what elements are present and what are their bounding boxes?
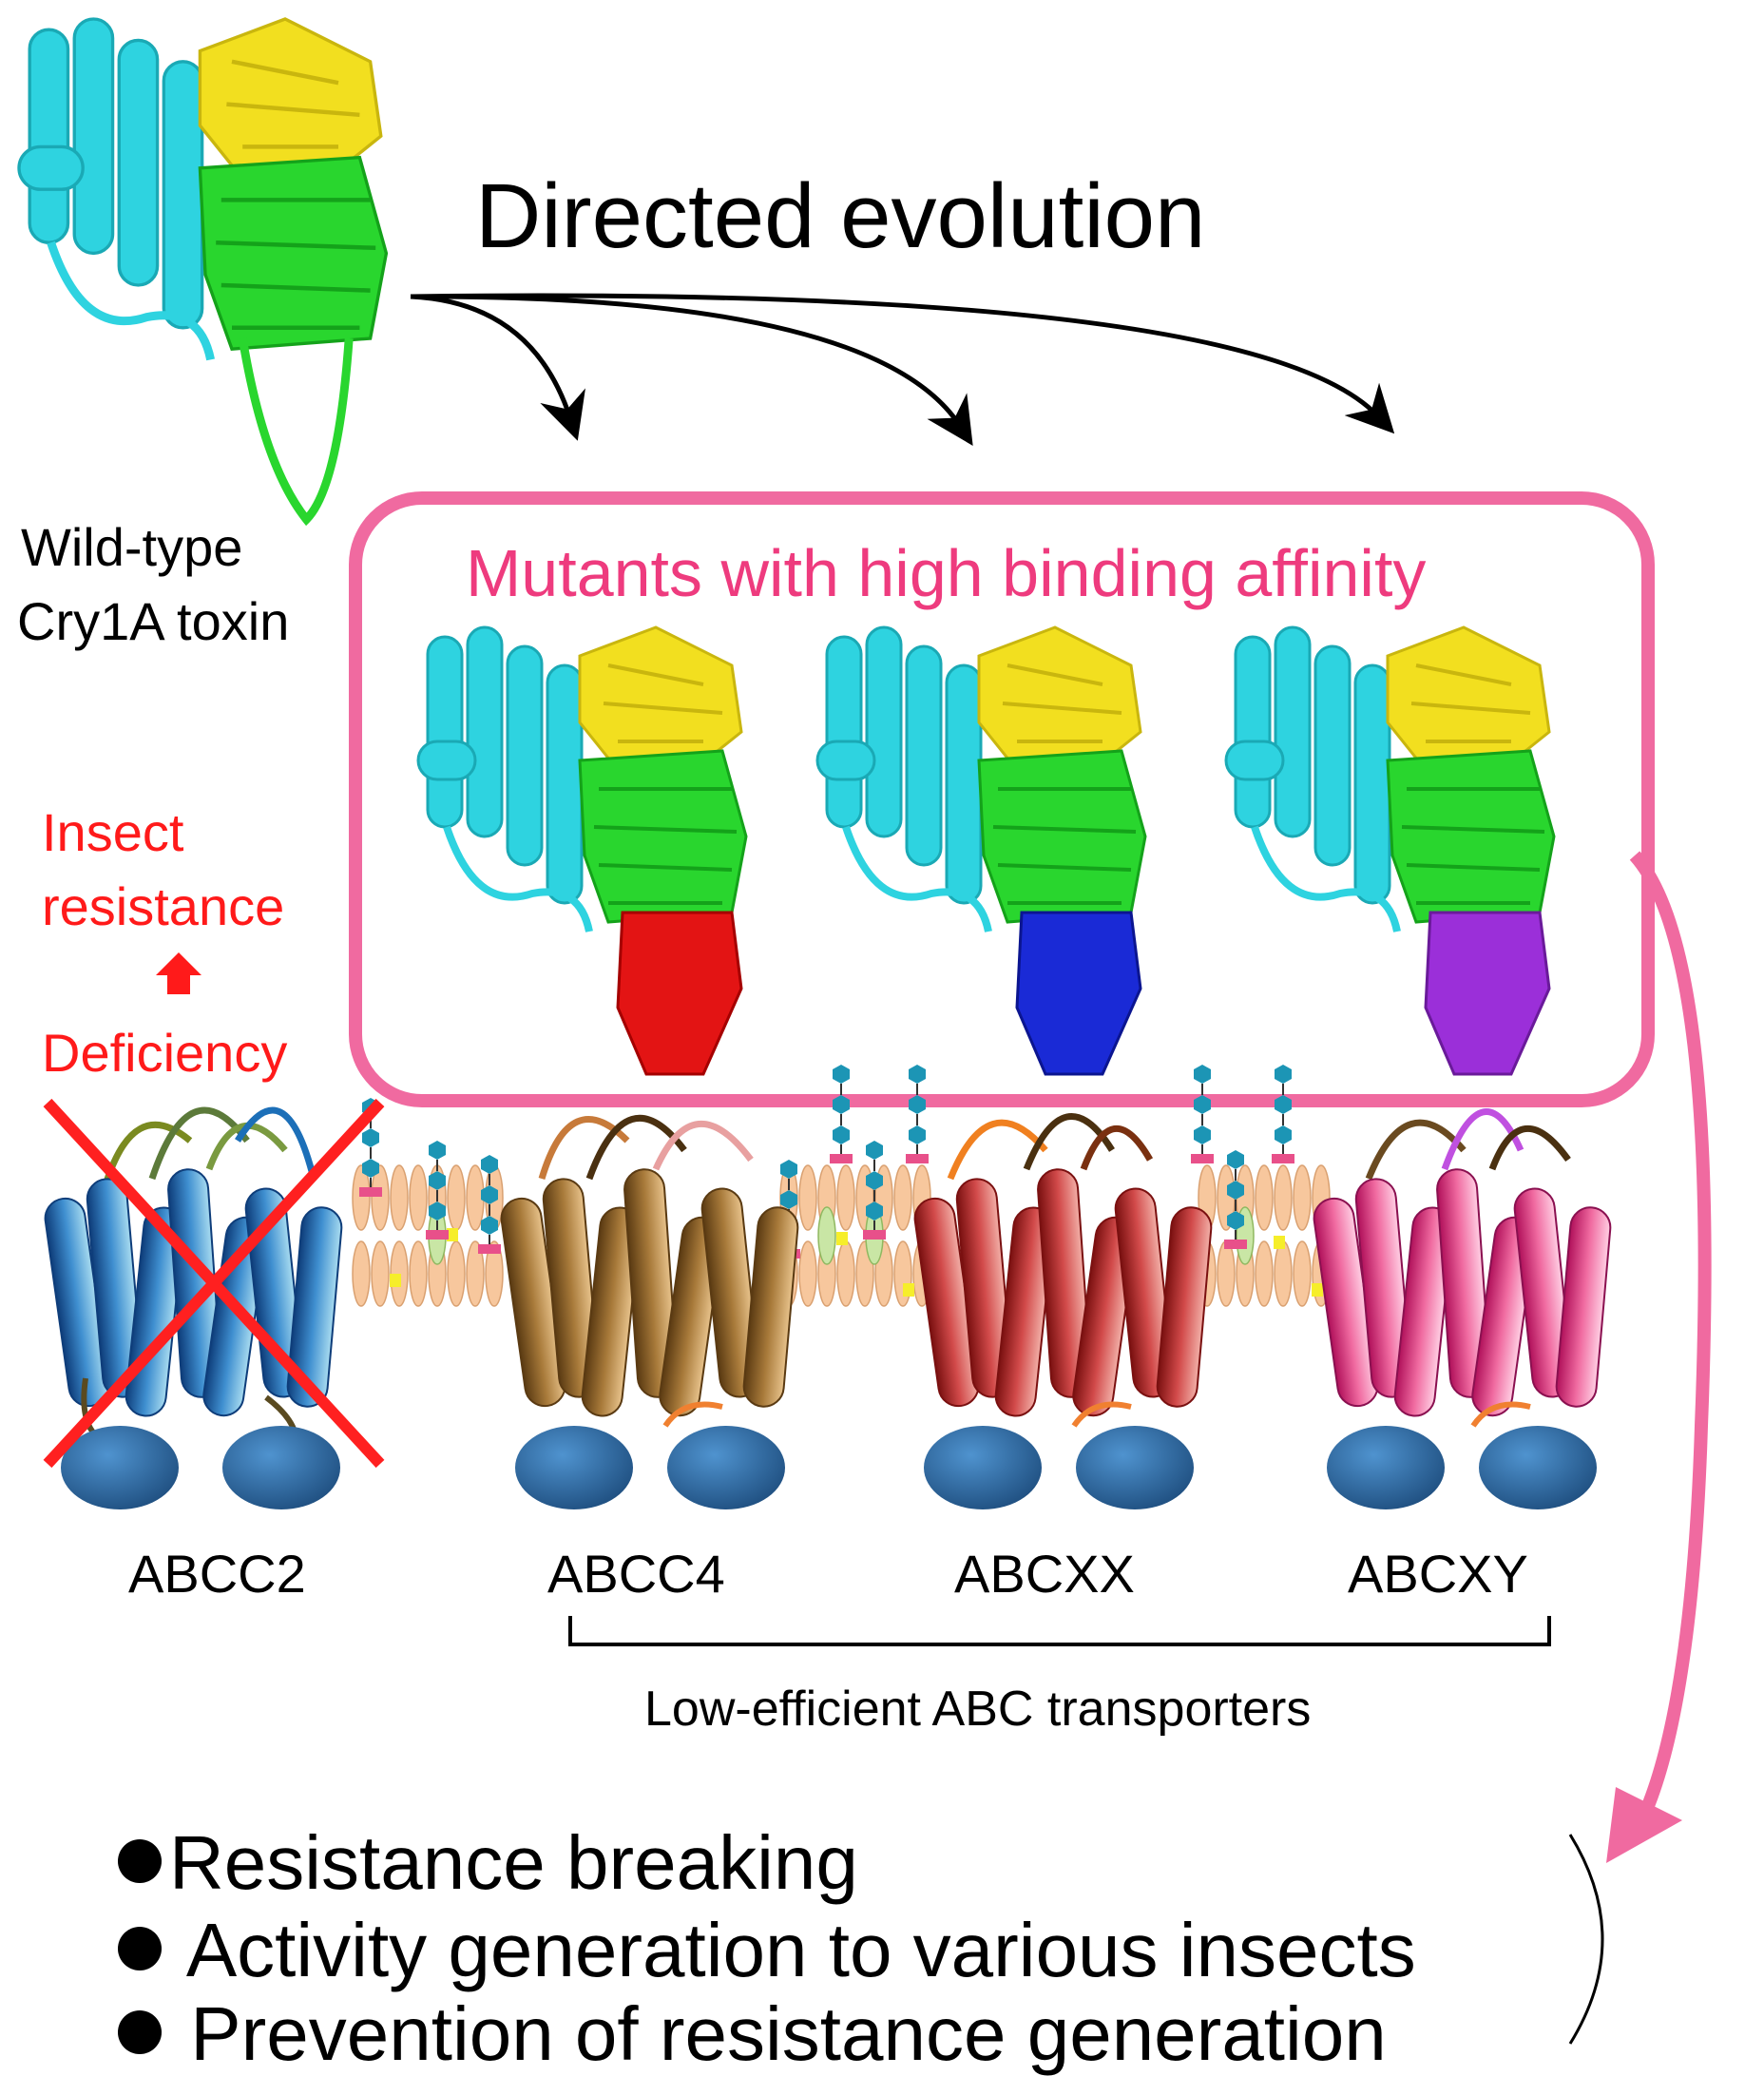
abc-transporter-abcc2 — [41, 1098, 385, 1509]
outcome-arrow — [1606, 851, 1712, 1863]
outcomes-brace — [1568, 1834, 1604, 2045]
wild-type-label-line1: Wild-type — [21, 517, 243, 577]
abc-transporter-abcc4 — [497, 1114, 801, 1509]
bracket-label: Low-efficient ABC transporters — [644, 1682, 1312, 1737]
outcome-item: Prevention of resistance generation — [118, 1996, 1387, 2072]
wild-type-toxin-structure — [19, 19, 386, 527]
cross-mark-icon — [43, 1098, 385, 1469]
outcome-item: Activity generation to various insects — [118, 1913, 1416, 1989]
outcome-text: Prevention of resistance generation — [190, 1991, 1387, 2076]
title-directed-evolution: Directed evolution — [475, 165, 1206, 267]
outcome-text: Resistance breaking — [169, 1820, 858, 1905]
transporter-label-abcxy: ABCXY — [1348, 1544, 1528, 1604]
transporter-bracket — [568, 1616, 1551, 1646]
arrow-up-icon — [156, 952, 201, 994]
mutant-toxin-1 — [418, 627, 746, 1076]
bullet-icon — [118, 2010, 162, 2054]
abc-transporter-abcxx — [911, 1113, 1215, 1509]
wild-type-label-line2: Cry1A toxin — [17, 591, 290, 651]
abc-transporter-abcxy — [1310, 1108, 1614, 1509]
transporter-label-abcc4: ABCC4 — [547, 1544, 725, 1604]
bullet-icon — [118, 1927, 162, 1970]
insect-label: Insect — [42, 802, 184, 862]
transporter-label-abcc2: ABCC2 — [128, 1544, 306, 1604]
deficiency-label: Deficiency — [42, 1023, 288, 1083]
membrane-bilayer-icon — [352, 1164, 1331, 1307]
mutant-toxin-3 — [1226, 627, 1554, 1076]
outcome-text: Activity generation to various insects — [185, 1908, 1416, 1992]
outcome-item: Resistance breaking — [118, 1825, 858, 1901]
mutants-label: Mutants with high binding affinity — [466, 536, 1427, 610]
mutants-highlight-box — [349, 491, 1655, 1107]
mutant-toxin-2 — [817, 627, 1145, 1076]
evolution-arrows — [410, 293, 1395, 446]
bullet-icon — [118, 1839, 162, 1883]
resistance-label: resistance — [42, 876, 285, 936]
transporter-label-abcxx: ABCXX — [954, 1544, 1135, 1604]
